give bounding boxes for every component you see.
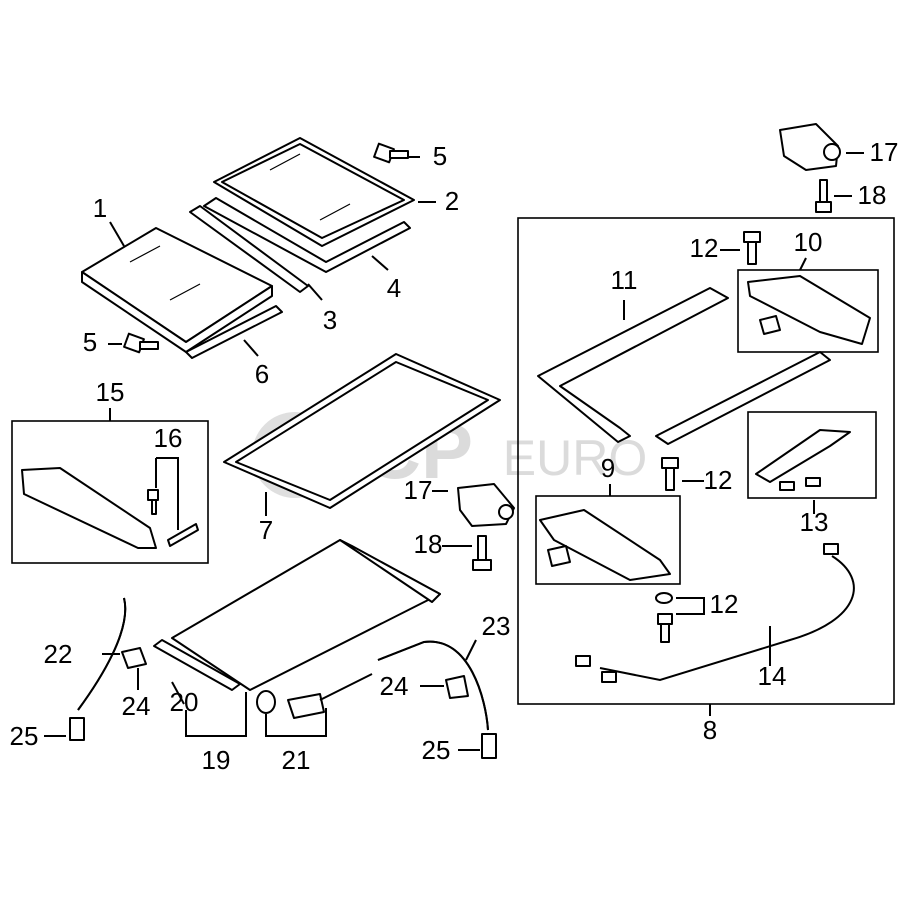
callout-18-upper: 18	[858, 180, 887, 210]
callout-17-upper: 17	[870, 137, 899, 167]
callout-12-low: 12	[710, 589, 739, 619]
part-15-wind-deflector[interactable]	[21, 467, 157, 549]
callout-10: 10	[794, 227, 823, 257]
part-11-guide-rail[interactable]	[537, 287, 831, 445]
part-25-valve-left[interactable]	[69, 717, 85, 741]
part-20-sunshade-rail[interactable]	[153, 639, 241, 691]
callout-12-top: 12	[690, 233, 719, 263]
part-19-sunshade[interactable]	[171, 539, 441, 691]
part-2-glass-frame[interactable]	[213, 137, 415, 247]
callout-2: 2	[445, 186, 459, 216]
callout-11: 11	[611, 265, 638, 295]
part-9-group-box	[535, 495, 681, 585]
part-12-washer-bolt[interactable]	[655, 592, 673, 643]
callout-21: 21	[282, 745, 311, 775]
callout-25-right: 25	[422, 735, 451, 765]
part-13-group-box	[747, 411, 877, 499]
callout-16: 16	[154, 423, 183, 453]
callout-24-right: 24	[380, 671, 409, 701]
callout-4: 4	[387, 273, 401, 303]
part-24-clip-left[interactable]	[121, 647, 147, 669]
callout-7: 7	[259, 515, 273, 545]
part-17-motor-upper[interactable]	[779, 123, 841, 171]
leader-lines	[44, 152, 864, 751]
part-10-bracket[interactable]	[747, 275, 871, 345]
part-18-bolt-upper[interactable]	[815, 179, 832, 213]
part-24-clip-right[interactable]	[445, 675, 469, 699]
part-10-group-box	[737, 269, 879, 353]
callout-15: 15	[96, 377, 125, 407]
part-13-cable-set[interactable]	[755, 429, 851, 491]
part-4-seal[interactable]	[203, 197, 411, 273]
callout-17-mid: 17	[404, 475, 433, 505]
part-18-bolt-mid[interactable]	[472, 535, 492, 571]
callout-13: 13	[800, 507, 829, 537]
part-17-motor-mid[interactable]	[457, 483, 515, 527]
part-5-bolt-upper[interactable]	[373, 142, 409, 164]
part-6-deflector-strip[interactable]	[185, 305, 283, 359]
part-3-seal-strip[interactable]	[189, 205, 309, 293]
part-25-valve-right[interactable]	[481, 733, 497, 759]
callout-8: 8	[703, 715, 717, 745]
callout-labels: 1 2 3 4 5 5 6 7 8 9 10 11 12 12 12 13 14…	[10, 137, 899, 775]
callout-5-lower: 5	[83, 327, 97, 357]
callout-12-mid: 12	[704, 465, 733, 495]
callout-14: 14	[758, 661, 787, 691]
part-5-bolt-lower[interactable]	[123, 332, 159, 354]
part-12-bolt-top[interactable]	[743, 231, 761, 265]
callout-22: 22	[44, 639, 73, 669]
callout-9: 9	[601, 453, 615, 483]
callout-5-upper: 5	[433, 141, 447, 171]
part-16-screw[interactable]	[147, 489, 199, 547]
callout-23: 23	[482, 611, 511, 641]
callout-25-left: 25	[10, 721, 39, 751]
callout-6: 6	[255, 359, 269, 389]
part-21-sunshade-motor[interactable]	[256, 673, 373, 719]
part-14-wire-harness[interactable]	[575, 543, 855, 683]
part-9-bracket[interactable]	[539, 509, 671, 581]
callout-24-left: 24	[122, 691, 151, 721]
part-1-glass-panel[interactable]	[81, 227, 273, 353]
part-12-bolt-mid[interactable]	[661, 457, 679, 491]
part-7-frame-seal[interactable]	[223, 353, 501, 509]
part-8-assembly-box	[517, 217, 895, 705]
part-23-drain-hose-right[interactable]	[377, 640, 489, 731]
callout-19: 19	[202, 745, 231, 775]
callout-20: 20	[170, 687, 199, 717]
callout-3: 3	[323, 305, 337, 335]
callout-1: 1	[93, 193, 107, 223]
callout-18-mid: 18	[414, 529, 443, 559]
